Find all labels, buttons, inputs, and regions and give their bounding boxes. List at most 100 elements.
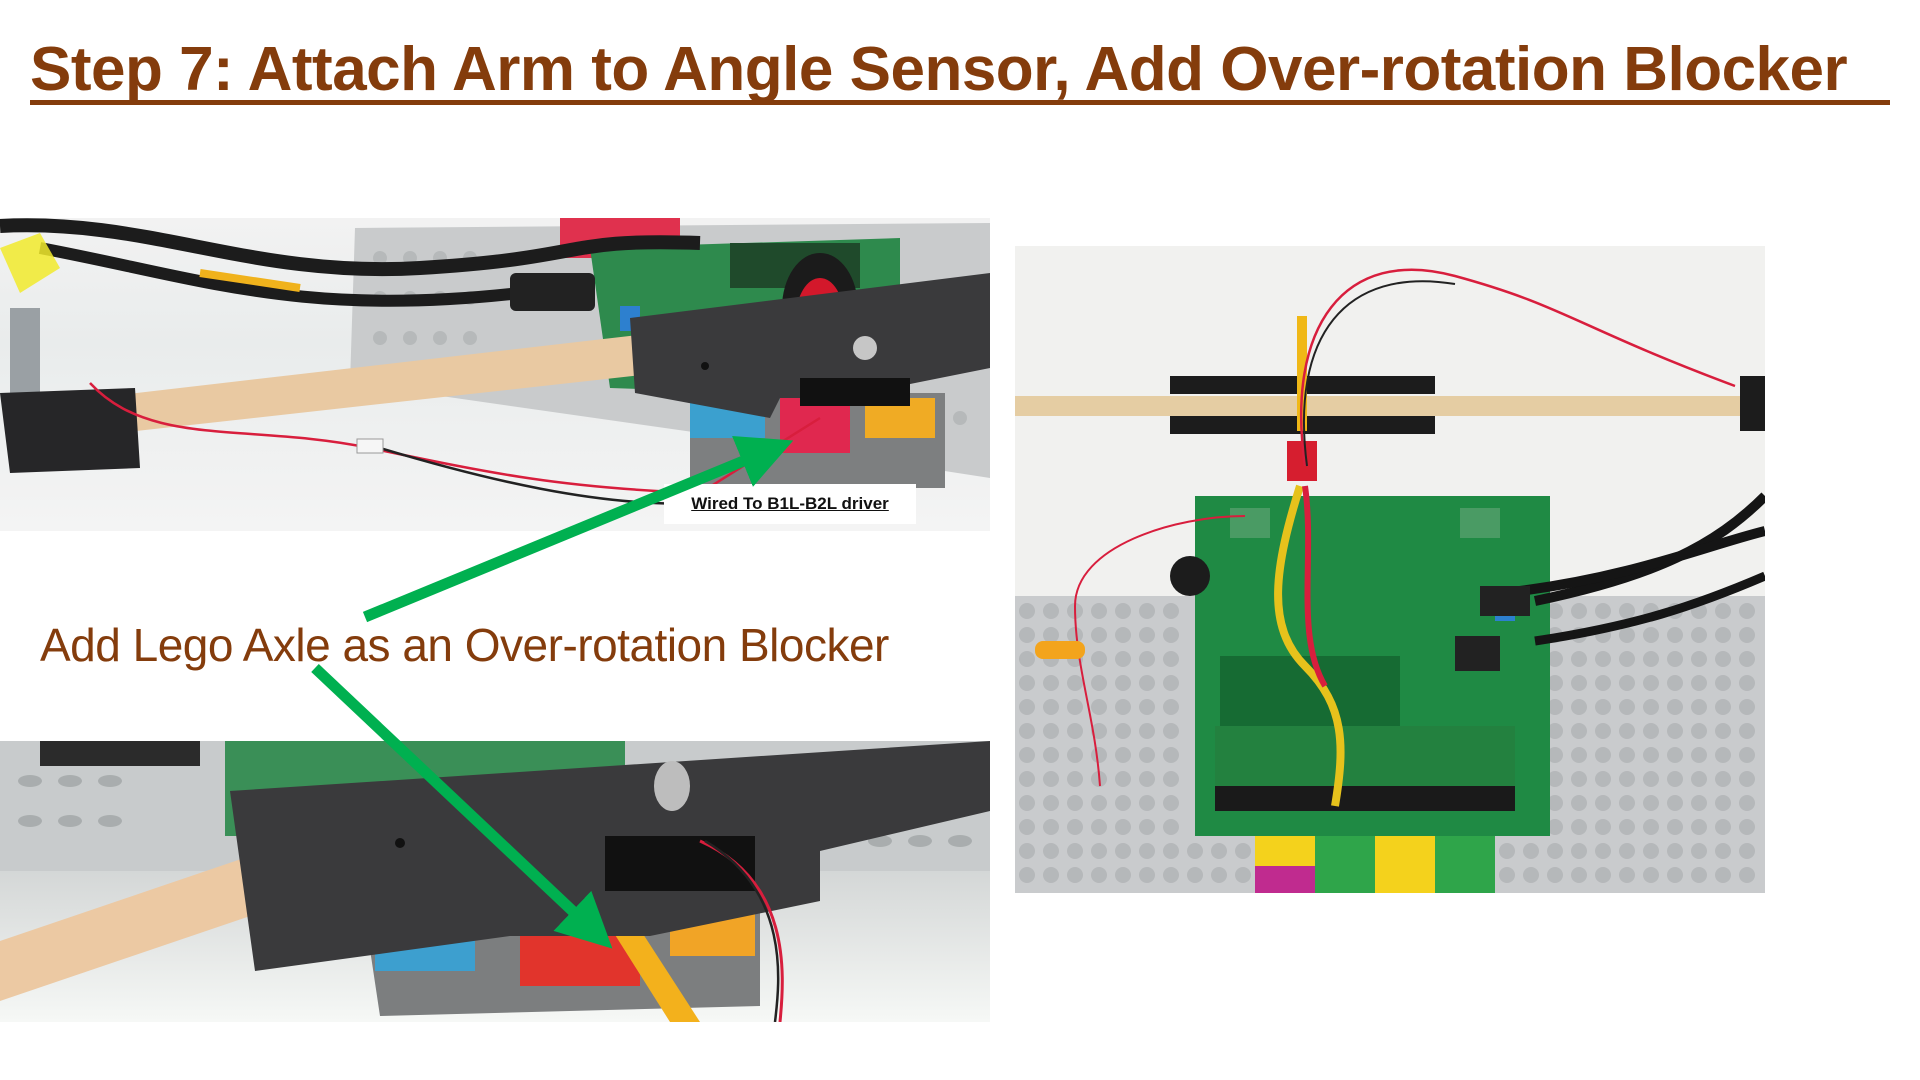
baseplate-stud [1643, 699, 1659, 715]
baseplate-stud [1739, 771, 1755, 787]
baseplate-stud [1643, 627, 1659, 643]
baseplate-stud [1019, 651, 1035, 667]
baseplate-stud [1115, 651, 1131, 667]
baseplate-stud [1571, 843, 1587, 859]
baseplate-stud [1067, 771, 1083, 787]
baseplate-stud [1043, 819, 1059, 835]
baseplate-stud [1019, 699, 1035, 715]
yellow-lego-axle [1297, 316, 1307, 431]
baseplate-stud [1091, 795, 1107, 811]
baseplate-stud [1067, 627, 1083, 643]
baseplate-stud [1139, 747, 1155, 763]
baseplate-stud [1115, 603, 1131, 619]
usb-plug [1455, 636, 1500, 671]
baseplate-stud [1691, 627, 1707, 643]
baseplate-stud [1067, 867, 1083, 883]
baseplate-stud [1163, 843, 1179, 859]
baseplate-stud [1571, 699, 1587, 715]
baseplate-stud [1091, 675, 1107, 691]
baseplate-stud [1043, 627, 1059, 643]
baseplate-stud [1163, 747, 1179, 763]
baseplate-stud [1019, 723, 1035, 739]
baseplate-stud [1691, 651, 1707, 667]
baseplate-stud [1667, 819, 1683, 835]
baseplate-stud [1739, 651, 1755, 667]
baseplate-stud [1667, 795, 1683, 811]
baseplate-stud [1595, 819, 1611, 835]
baseplate-stud [1547, 843, 1563, 859]
baseplate-stud [1019, 627, 1035, 643]
baseplate-stud [1715, 723, 1731, 739]
baseplate-stud [1739, 675, 1755, 691]
baseplate-stud [1019, 795, 1035, 811]
baseplate-stud [1163, 771, 1179, 787]
baseplate-stud [1643, 651, 1659, 667]
baseplate-stud [1595, 699, 1611, 715]
baseplate-stud [1163, 795, 1179, 811]
baseplate-stud [1139, 771, 1155, 787]
baseplate-stud [1091, 747, 1107, 763]
baseplate-stud [1523, 867, 1539, 883]
baseplate-stud [1667, 651, 1683, 667]
baseplate-stud [1115, 627, 1131, 643]
baseplate-stud [1619, 867, 1635, 883]
baseplate-stud [1619, 603, 1635, 619]
baseplate-stud [1571, 675, 1587, 691]
baseplate-stud [1547, 819, 1563, 835]
baseplate-stud [1739, 699, 1755, 715]
baseplate-stud [1715, 675, 1731, 691]
baseplate-stud [1547, 723, 1563, 739]
baseplate-stud [1667, 627, 1683, 643]
red-wire [1300, 268, 1736, 467]
photo-top-view-drawing [1015, 268, 1765, 893]
baseplate-stud [1139, 603, 1155, 619]
baseplate-stud [1187, 867, 1203, 883]
baseplate-stud [1115, 747, 1131, 763]
propeller [0, 233, 60, 293]
wooden-arm [1015, 396, 1765, 416]
dc-plug [1480, 586, 1530, 616]
baseplate-stud [1715, 795, 1731, 811]
baseplate-stud [1043, 771, 1059, 787]
baseplate-stud [1619, 795, 1635, 811]
black-wire [379, 446, 701, 505]
baseplate-stud [1691, 771, 1707, 787]
baseplate-stud [1715, 771, 1731, 787]
baseplate-stud [1571, 603, 1587, 619]
baseplate-stud [1067, 675, 1083, 691]
baseplate-stud [1043, 747, 1059, 763]
baseplate-stud [1619, 771, 1635, 787]
baseplate-stud [1091, 627, 1107, 643]
baseplate-stud [1043, 723, 1059, 739]
baseplate-stud [1571, 723, 1587, 739]
baseplate-stud [1019, 675, 1035, 691]
baseplate-stud [1547, 699, 1563, 715]
baseplate-stud [1739, 627, 1755, 643]
baseplate-stud [1643, 771, 1659, 787]
baseplate-stud [1715, 651, 1731, 667]
baseplate-stud [1043, 675, 1059, 691]
photo-top-view-assembly [1015, 246, 1765, 893]
baseplate-stud [1523, 843, 1539, 859]
baseplate-stud [1115, 675, 1131, 691]
black-wire [1303, 280, 1456, 467]
baseplate-stud [1667, 747, 1683, 763]
title-underline [30, 100, 1890, 105]
baseplate-stud [1691, 747, 1707, 763]
baseplate-stud [1139, 819, 1155, 835]
baseplate-stud [1139, 699, 1155, 715]
baseplate-studs [18, 775, 972, 847]
baseplate-stud [1235, 843, 1251, 859]
baseplate-stud [1619, 627, 1635, 643]
baseplate-stud [1499, 843, 1515, 859]
baseplate-stud [1019, 603, 1035, 619]
callout-box: Wired To B1L-B2L driver [664, 484, 916, 524]
baseplate-stud [1619, 675, 1635, 691]
baseplate-stud [1115, 819, 1131, 835]
baseplate-stud [1091, 651, 1107, 667]
baseplate-stud [1595, 867, 1611, 883]
baseplate-stud [1067, 699, 1083, 715]
baseplate-stud [1667, 843, 1683, 859]
baseplate-stud [1235, 867, 1251, 883]
baseplate-stud [1691, 819, 1707, 835]
